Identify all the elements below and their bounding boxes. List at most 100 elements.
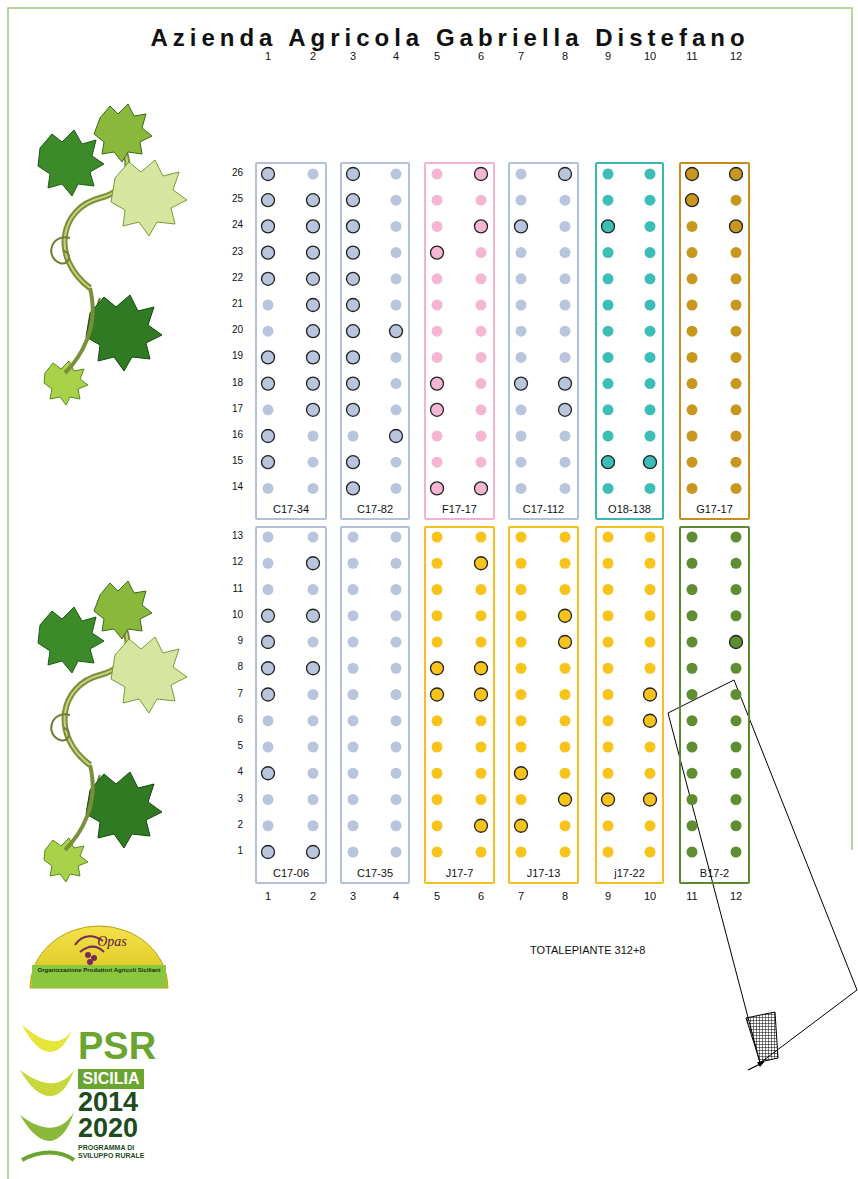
vine-dot <box>603 584 614 595</box>
vine-dot <box>391 221 402 232</box>
vine-dot <box>731 689 742 700</box>
vine-dot <box>645 221 656 232</box>
column-number: 5 <box>434 50 440 62</box>
row-number: 19 <box>232 350 243 361</box>
vine-dot <box>432 794 443 805</box>
vine-dot <box>263 794 274 805</box>
row-number: 21 <box>232 298 243 309</box>
vine-dot <box>516 715 527 726</box>
plot-box: G17-17 <box>679 162 750 520</box>
vine-dot <box>516 794 527 805</box>
vine-dot <box>391 195 402 206</box>
vine-dot <box>559 168 572 181</box>
vine-dot <box>308 483 319 494</box>
vine-dot <box>476 457 487 468</box>
column-number: 7 <box>518 890 524 902</box>
vine-dot <box>731 247 742 258</box>
vine-dot <box>731 715 742 726</box>
vine-dot <box>391 247 402 258</box>
vine-dot <box>390 430 403 443</box>
vine-dot <box>307 403 320 416</box>
vine-dot <box>391 768 402 779</box>
vine-dot <box>731 610 742 621</box>
row-number: 26 <box>232 167 243 178</box>
vine-dot <box>731 742 742 753</box>
vine-dot <box>603 247 614 258</box>
vine-dot <box>516 431 527 442</box>
vine-dot <box>391 457 402 468</box>
row-number: 17 <box>232 403 243 414</box>
vine-dot <box>262 767 275 780</box>
vine-dot <box>308 820 319 831</box>
vine-dot <box>559 403 572 416</box>
row-number: 22 <box>232 272 243 283</box>
vine-dot <box>516 663 527 674</box>
plot-box: J17-13 <box>508 526 579 884</box>
vine-dot <box>308 715 319 726</box>
vine-dot <box>560 483 571 494</box>
vine-dot <box>432 195 443 206</box>
row-number: 15 <box>232 455 243 466</box>
column-number: 10 <box>644 890 656 902</box>
vine-dot <box>687 637 698 648</box>
plot-label: j17-22 <box>597 867 662 879</box>
vine-dot <box>308 794 319 805</box>
vine-dot <box>516 483 527 494</box>
plot-box: F17-17 <box>424 162 495 520</box>
vine-dot <box>731 273 742 284</box>
vine-dot <box>644 714 657 727</box>
vine-dot <box>262 430 275 443</box>
vine-dot <box>602 220 615 233</box>
vine-dot <box>560 247 571 258</box>
vine-dot <box>475 662 488 675</box>
vine-dot <box>431 662 444 675</box>
vine-dot <box>687 820 698 831</box>
vine-dot <box>391 584 402 595</box>
vine-dot <box>516 247 527 258</box>
vine-dot <box>476 195 487 206</box>
vine-dot <box>476 715 487 726</box>
plant-total: TOTALEPIANTE 312+8 <box>530 944 645 956</box>
vine-dot <box>347 351 360 364</box>
vine-dot <box>432 768 443 779</box>
vine-dot <box>516 610 527 621</box>
vine-dot <box>603 532 614 543</box>
vine-dot <box>515 819 528 832</box>
vine-dot <box>308 532 319 543</box>
vine-dot <box>560 558 571 569</box>
vine-dot <box>348 558 359 569</box>
vine-dot <box>262 220 275 233</box>
vine-dot <box>560 326 571 337</box>
vine-dot <box>603 195 614 206</box>
vine-dot <box>603 742 614 753</box>
vine-dot <box>731 300 742 311</box>
vine-dot <box>645 195 656 206</box>
vine-dot <box>307 325 320 338</box>
vine-dot <box>645 352 656 363</box>
vine-dot <box>432 457 443 468</box>
vine-dot <box>645 637 656 648</box>
plot-label: O18-138 <box>597 503 662 515</box>
vine-dot <box>391 273 402 284</box>
vine-dot <box>476 637 487 648</box>
vine-dot <box>262 272 275 285</box>
logo-text: Opas <box>97 934 127 949</box>
vine-dot <box>391 352 402 363</box>
vine-dot <box>391 689 402 700</box>
vine-dot <box>307 220 320 233</box>
row-number: 24 <box>232 219 243 230</box>
vine-dot <box>391 610 402 621</box>
logo-text: PSR <box>78 1026 156 1068</box>
vine-dot <box>645 847 656 858</box>
vine-dot <box>731 326 742 337</box>
vine-dot <box>560 689 571 700</box>
vine-dot <box>262 688 275 701</box>
vine-dot <box>263 326 274 337</box>
vine-dot <box>263 483 274 494</box>
vine-dot <box>431 246 444 259</box>
vine-dot <box>348 768 359 779</box>
vine-dot <box>262 377 275 390</box>
vine-dot <box>263 558 274 569</box>
vine-dot <box>262 636 275 649</box>
